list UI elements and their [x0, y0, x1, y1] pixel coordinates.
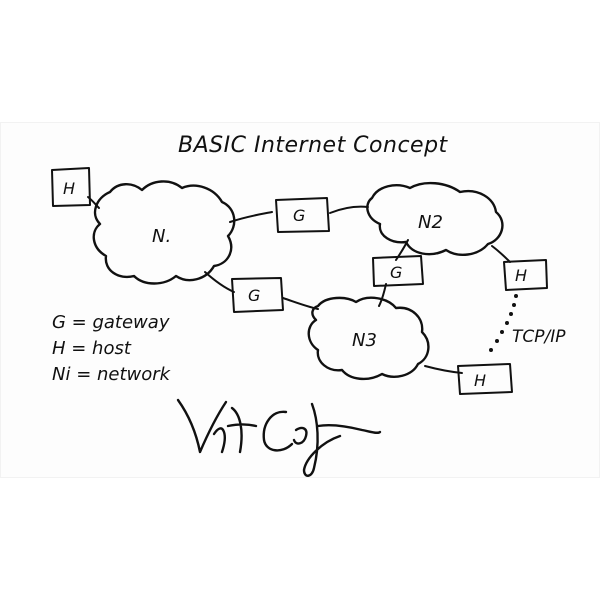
gateway-box-left: G: [231, 277, 284, 313]
network-cloud-n1: [92, 180, 236, 285]
gateway-box-top-label: G: [293, 206, 305, 225]
gateway-box-right: G: [372, 255, 424, 287]
host-box-left: H: [51, 167, 91, 207]
network-cloud-n3: [307, 296, 430, 381]
legend-host: H = host: [52, 338, 132, 359]
signature: [176, 398, 382, 477]
network-label-n3: N3: [352, 330, 377, 351]
legend-gateway: G = gateway: [52, 312, 170, 333]
legend-network: Ni = network: [52, 364, 172, 385]
gateway-box-right-label: G: [390, 263, 402, 282]
host-box-right-top: H: [503, 259, 548, 291]
host-box-bottom-label: H: [474, 371, 486, 390]
gateway-box-top: G: [275, 197, 330, 233]
tcp-ip-dotted-link: [489, 294, 518, 352]
link-gateway-top-n2: [329, 205, 369, 214]
index-card: [0, 122, 600, 478]
link-n1-gateway-left: [204, 271, 235, 293]
link-n2-host-right: [491, 245, 511, 263]
diagram-title: BASIC Internet Concept: [178, 133, 449, 158]
link-n3-host-bottom: [424, 365, 463, 374]
host-box-left-label: H: [63, 179, 75, 198]
link-gateway-right-n3: [378, 283, 387, 307]
host-box-bottom: H: [457, 363, 513, 395]
protocol-label: TCP/IP: [512, 327, 566, 347]
link-n1-gateway-top: [229, 211, 273, 223]
network-label-n2: N2: [418, 212, 443, 233]
network-label-n1: N.: [152, 226, 171, 247]
host-box-right-top-label: H: [515, 266, 527, 285]
link-gateway-left-n3: [282, 297, 319, 310]
gateway-box-left-label: G: [248, 286, 260, 305]
network-cloud-n2: [366, 181, 504, 256]
legend: G = gateway H = host Ni = network: [52, 312, 172, 385]
